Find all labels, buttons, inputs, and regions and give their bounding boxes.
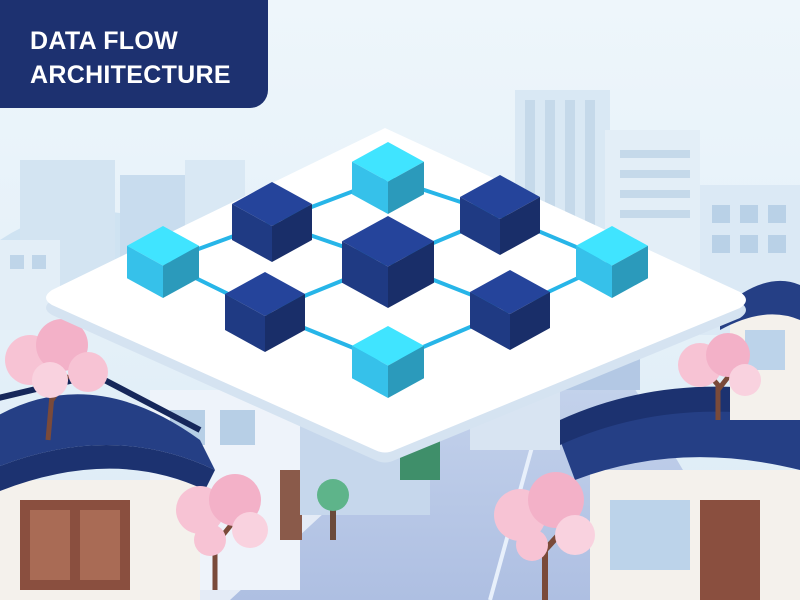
cube-right-face [388,161,424,214]
title-line-2: ARCHITECTURE [30,61,231,89]
cube-node-left [127,226,199,298]
cube-node-center [342,216,434,308]
cube-left-face [342,241,388,308]
cherry-blossom-tree-left [5,319,108,441]
cube-left-face [576,245,612,298]
cube-node-upper-right [460,175,540,255]
cube-left-face [352,161,388,214]
cherry-blossom-tree-far-right [678,333,761,420]
cube-left-face [352,345,388,398]
cube-top-face [576,226,648,266]
cube-top-face [127,226,199,266]
small-tree [317,479,349,540]
cube-node-bottom [352,326,424,398]
cube-right-face [388,241,434,308]
cube-left-face [460,197,500,255]
hanok-house-left [0,371,215,600]
title-line-1: DATA FLOW [30,27,179,55]
cube-left-face [470,292,510,350]
cube-left-face [127,245,163,298]
cherry-blossom-tree-right [494,472,595,600]
cube-left-face [225,294,265,352]
cube-node-right [576,226,648,298]
cube-right-face [272,204,312,262]
hanok-house-right [560,280,800,600]
cube-top-face [352,142,424,182]
title-banner: DATA FLOW ARCHITECTURE [0,0,268,108]
cube-top-face [352,326,424,366]
cube-node-lower-right [470,270,550,350]
cube-node-lower-left [225,272,305,352]
cube-node-top [352,142,424,214]
cube-right-face [612,245,648,298]
cube-right-face [265,294,305,352]
cube-right-face [500,197,540,255]
cube-top-face [342,216,434,267]
cube-right-face [388,345,424,398]
cube-left-face [232,204,272,262]
cube-nodes [127,142,648,398]
cube-right-face [163,245,199,298]
cube-right-face [510,292,550,350]
cherry-blossom-tree-center [176,474,268,590]
cube-node-upper-left [232,182,312,262]
